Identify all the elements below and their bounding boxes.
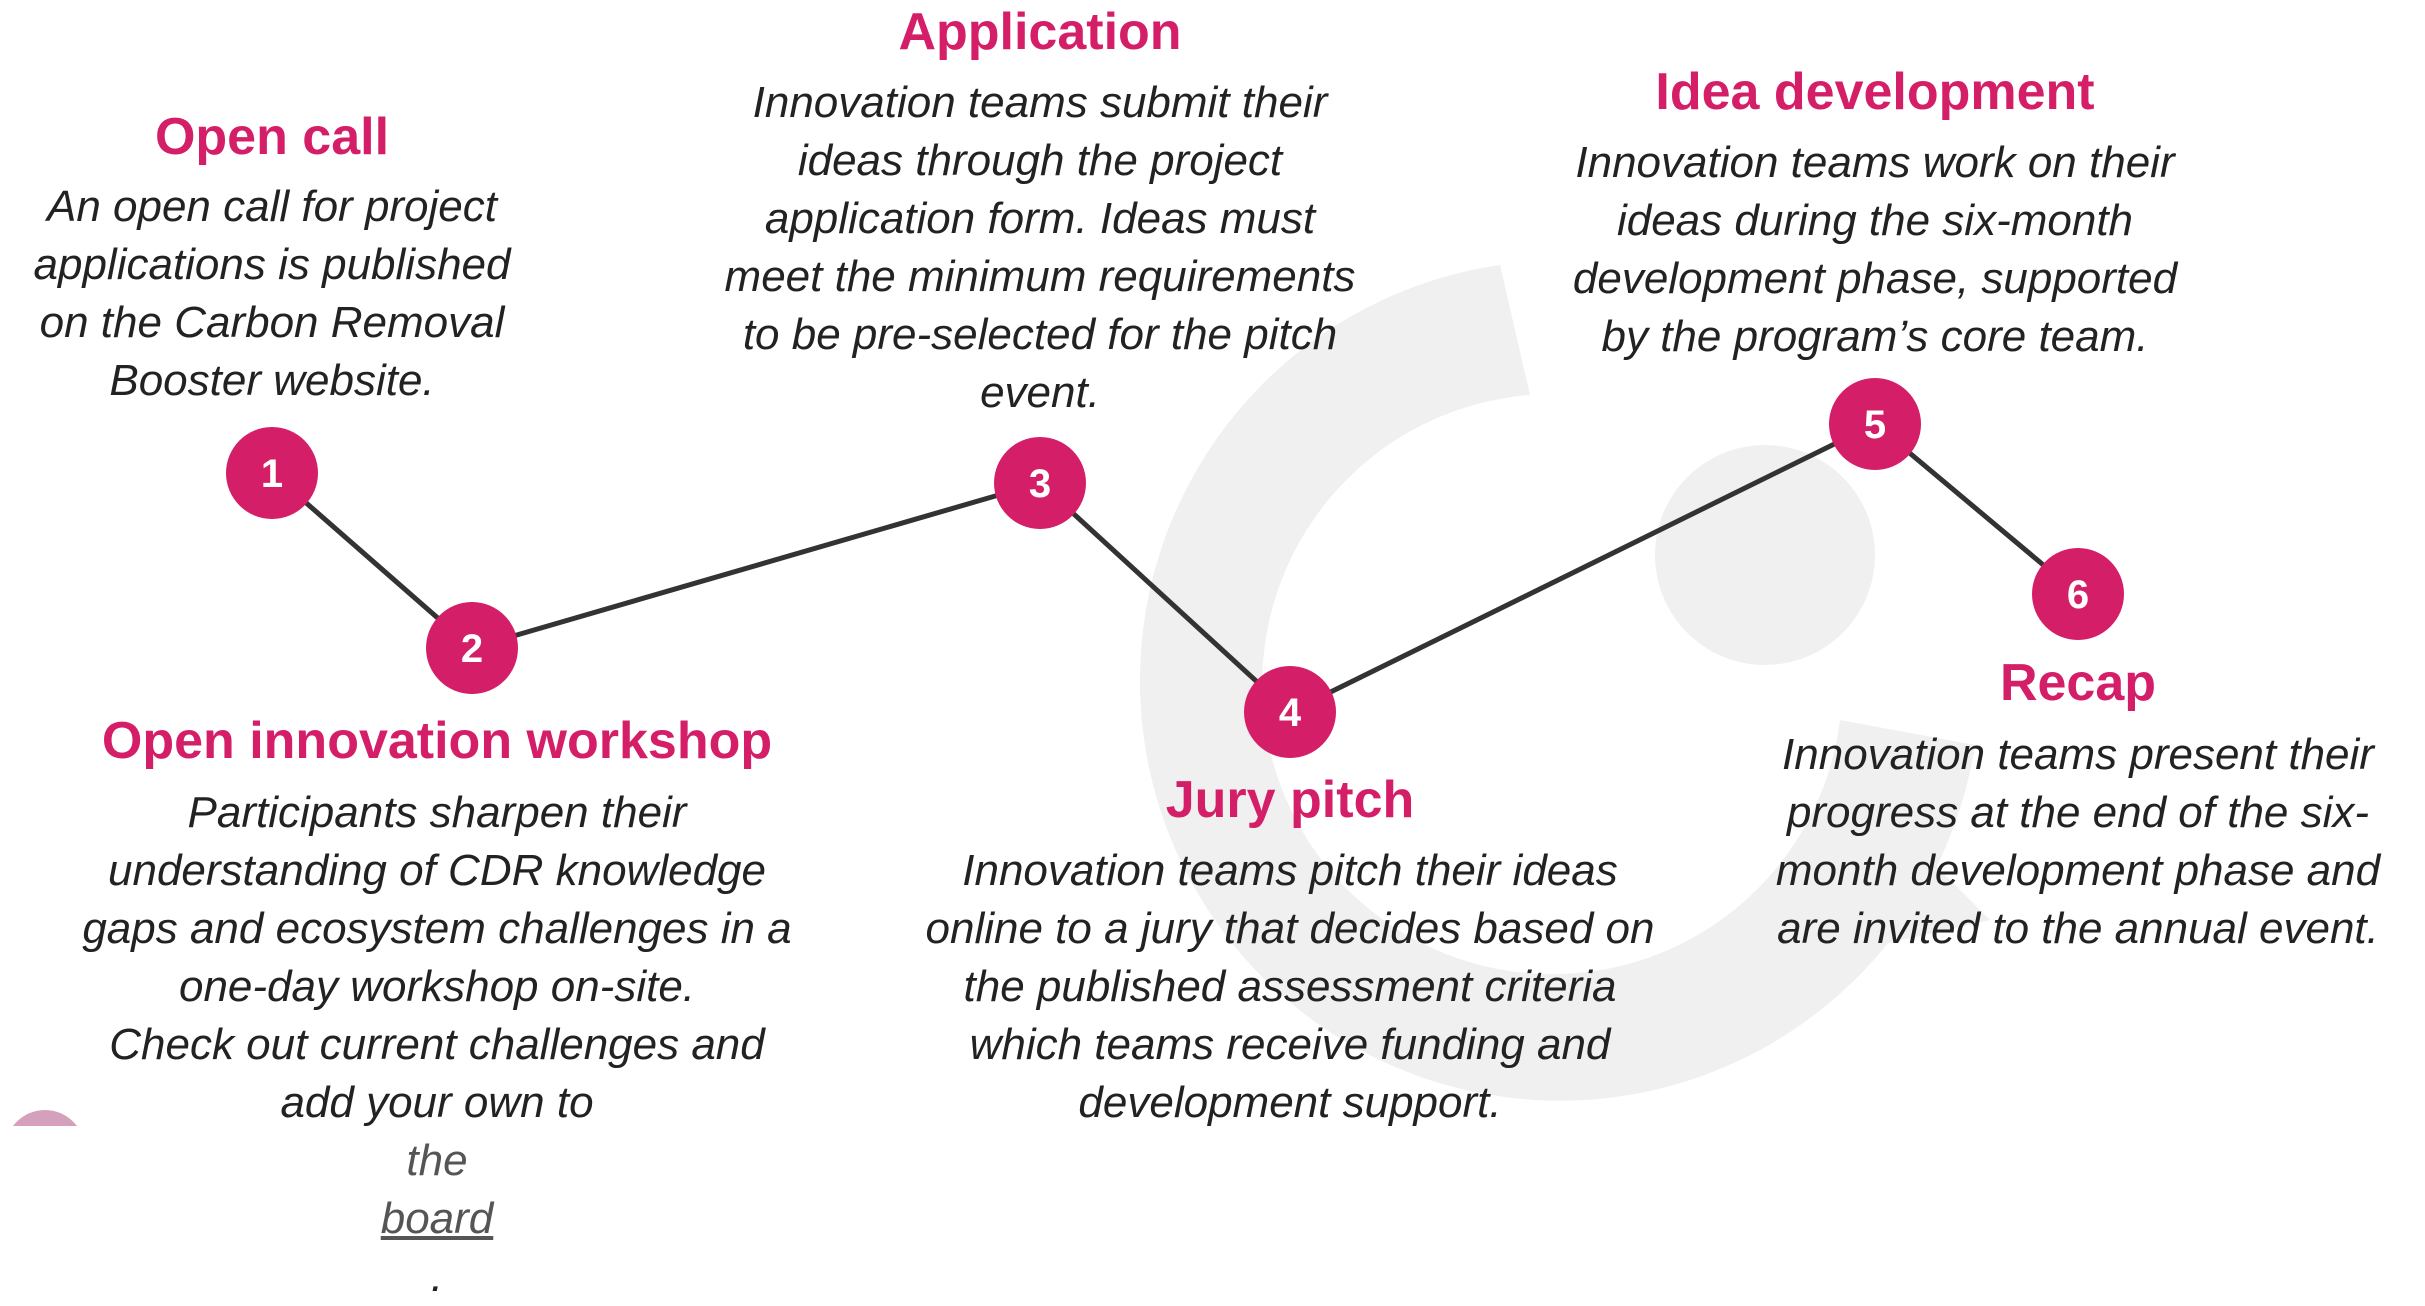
step-description-6: Innovation teams present their progress … <box>1775 730 2381 953</box>
step-marker-1: 1 <box>226 427 318 519</box>
step-title-3: Application <box>898 3 1182 61</box>
step-marker-5: 5 <box>1829 378 1921 470</box>
step-title-6: Recap <box>1999 654 2157 712</box>
step-marker-2: 2 <box>426 602 518 694</box>
step-description-4: Innovation teams pitch their ideas onlin… <box>925 846 1655 1127</box>
step-marker-6: 6 <box>2032 548 2124 640</box>
watermark-logo <box>1139 265 1990 1101</box>
step-number-1: 1 <box>261 452 283 496</box>
step-number-5: 5 <box>1864 403 1886 447</box>
step-description-3: Innovation teams submit their ideas thro… <box>724 78 1356 417</box>
connector-3-4 <box>1037 480 1293 715</box>
connector-2-3 <box>469 480 1043 651</box>
step-number-4: 4 <box>1279 691 1302 735</box>
step-title-5: Idea development <box>1655 63 2095 121</box>
step-description-2: Participants sharpen their understanding… <box>17 784 857 1306</box>
step-title-2: Open innovation workshop <box>101 712 773 770</box>
step-marker-3: 3 <box>994 437 1086 529</box>
step-number-3: 3 <box>1029 462 1051 506</box>
step-description-5: Innovation teams work on their ideas dur… <box>1572 138 2178 361</box>
process-diagram: 1 2 3 4 5 6 <box>13 265 2124 1126</box>
step-description-1: An open call for project applications is… <box>33 182 511 405</box>
corner-decoration <box>13 1110 77 1126</box>
board-link[interactable]: the board <box>380 1136 494 1243</box>
step-number-6: 6 <box>2067 573 2089 617</box>
step-marker-4: 4 <box>1244 666 1336 758</box>
step-title-4: Jury pitch <box>1165 771 1415 829</box>
connector-4-5 <box>1287 421 1878 715</box>
step-title-1: Open call <box>154 108 390 166</box>
step-number-2: 2 <box>461 627 483 671</box>
